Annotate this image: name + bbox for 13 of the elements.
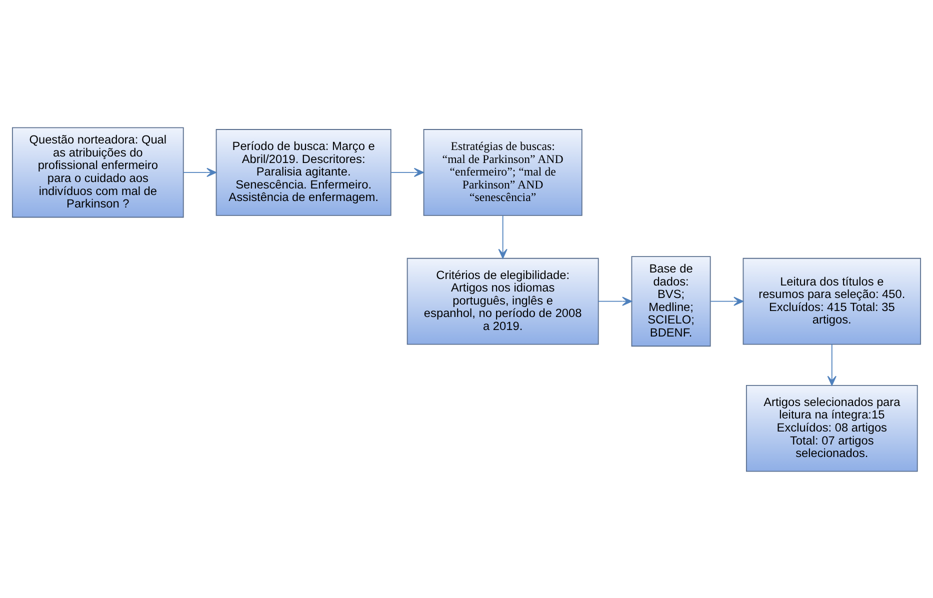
- arrow: [183, 167, 217, 177]
- node-box: Questão norteadora: Qual as atribuições do profissional enfermeiro para o cuidado aos indivíduos com mal de Parkinson ?: [12, 126, 184, 218]
- arrow: [827, 343, 836, 386]
- arrow: [390, 167, 424, 177]
- node-box: Estratégias de buscas: “mal de Parkinson” AND “enfermeiro”; “mal de Parkinson” AND “senescência”: [423, 128, 582, 216]
- node-box: Base de dados: BVS; Medline; SCIELO; BDENF.: [631, 256, 711, 346]
- node-box: Período de busca: Março e Abril/2019. Descritores: Paralisia agitante. Senescência. Enfermeiro. Assistência de enfermagem.: [216, 128, 392, 216]
- arrow: [498, 214, 508, 258]
- arrow: [598, 296, 632, 306]
- arrow: [710, 296, 744, 306]
- node-box: Artigos selecionados para leitura na íntegra:15 Excluídos: 08 artigos Total: 07 artigos selecionados.: [746, 384, 918, 472]
- node-box: Critérios de elegibilidade: Artigos nos idiomas português, inglês e espanhol, no período de 2008 a 2019.: [406, 257, 599, 344]
- node-box: Leitura dos títulos e resumos para seleção: 450. Excluídos: 415 Total: 35 artigos.: [742, 257, 922, 344]
